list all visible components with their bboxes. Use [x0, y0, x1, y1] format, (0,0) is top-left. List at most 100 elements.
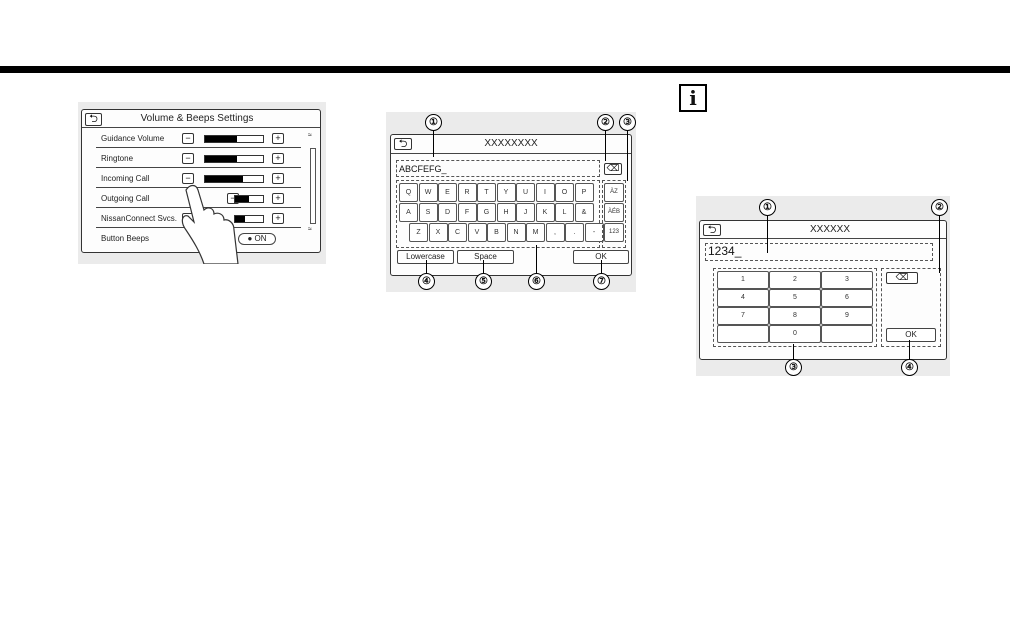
input-field[interactable] [705, 243, 933, 261]
back-button[interactable]: ⮌ [703, 224, 721, 236]
key-button[interactable]: E [438, 183, 457, 202]
callout-2: ② [931, 199, 948, 216]
callout-3-leader [627, 129, 628, 181]
volume-row-label: NissanConnect Svcs. [101, 214, 178, 223]
key-button[interactable]: U [516, 183, 535, 202]
side-keys-area [602, 180, 626, 248]
callout-4-leader [426, 260, 427, 274]
plus-button[interactable]: + [272, 133, 284, 144]
backspace-button[interactable]: ⌫ [886, 272, 918, 284]
volume-level-fill [205, 156, 237, 162]
key-button[interactable]: Z [409, 223, 428, 242]
volume-level-fill [205, 176, 243, 182]
key-button[interactable]: J [516, 203, 535, 222]
ok-button[interactable]: OK [886, 328, 936, 342]
callout-2-leader [605, 129, 606, 161]
key-button[interactable]: T [477, 183, 496, 202]
key-button[interactable]: . [565, 223, 584, 242]
key-button[interactable]: A [399, 203, 418, 222]
mode-key-button[interactable]: 123 [604, 223, 624, 242]
volume-level-bar[interactable] [234, 195, 264, 203]
numpad-key[interactable]: 8 [769, 307, 821, 325]
volume-row-label: Outgoing Call [101, 194, 150, 203]
numpad-key[interactable] [717, 325, 769, 343]
plus-button[interactable]: + [272, 193, 284, 204]
row-divider [96, 167, 301, 168]
callout-3-leader [793, 344, 794, 360]
minus-button[interactable]: − [182, 173, 194, 184]
key-button[interactable]: D [438, 203, 457, 222]
lowercase-button[interactable]: Lowercase [397, 250, 454, 264]
minus-button[interactable]: − [182, 133, 194, 144]
plus-button[interactable]: + [272, 213, 284, 224]
key-button[interactable]: I [535, 183, 555, 202]
space-button[interactable]: Space [457, 250, 514, 264]
keyboard-title: XXXXXXXX [484, 138, 538, 149]
key-button[interactable]: S [418, 203, 438, 222]
minus-button[interactable]: − [182, 153, 194, 164]
numpad-key[interactable]: 0 [769, 325, 821, 343]
key-button[interactable]: B [487, 223, 506, 242]
plus-button[interactable]: + [272, 173, 284, 184]
key-button[interactable]: C [448, 223, 467, 242]
volume-level-fill [235, 196, 249, 202]
callout-3: ③ [785, 359, 802, 376]
numpad-key[interactable]: 2 [769, 271, 821, 289]
back-button[interactable]: ⮌ [394, 138, 412, 150]
key-button[interactable]: Y [496, 183, 516, 202]
numpad-key[interactable]: 6 [821, 289, 873, 307]
mode-key-button[interactable]: ÀÉB [604, 203, 624, 222]
key-button[interactable]: L [555, 203, 574, 222]
plus-button[interactable]: + [272, 153, 284, 164]
key-button[interactable]: H [496, 203, 516, 222]
callout-1-leader [767, 213, 768, 253]
key-button[interactable]: X [428, 223, 448, 242]
numpad-key[interactable]: 7 [717, 307, 769, 325]
numpad-key[interactable]: 9 [821, 307, 873, 325]
scroll-top-icon[interactable]: ≈ [308, 132, 312, 139]
row-divider [96, 147, 301, 148]
callout-7: ⑦ [593, 273, 610, 290]
side-buttons-area [881, 268, 941, 347]
scrollbar[interactable] [310, 148, 316, 224]
numpad-key[interactable]: 1 [717, 271, 769, 289]
numpad-key[interactable]: 4 [717, 289, 769, 307]
mode-key-button[interactable]: ÀZ [604, 183, 624, 202]
input-value: ABCFEFG_ [399, 164, 447, 174]
back-button[interactable]: ⮌ [85, 113, 102, 126]
key-button[interactable]: F [457, 203, 477, 222]
volume-level-bar[interactable] [204, 155, 264, 163]
volume-level-bar[interactable] [204, 135, 264, 143]
key-button[interactable]: R [457, 183, 477, 202]
numpad-key[interactable]: 5 [769, 289, 821, 307]
callout-6: ⑥ [528, 273, 545, 290]
scroll-bottom-icon[interactable]: ≈ [308, 226, 312, 233]
volume-row-label: Guidance Volume [101, 134, 165, 143]
input-field[interactable] [396, 160, 600, 177]
callout-1: ① [759, 199, 776, 216]
key-button[interactable]: Q [399, 183, 418, 202]
key-button[interactable]: N [506, 223, 526, 242]
header-rule [0, 66, 1010, 73]
key-button[interactable]: W [418, 183, 438, 202]
key-button[interactable]: - [584, 223, 604, 242]
key-button[interactable]: K [535, 203, 555, 222]
callout-4: ④ [418, 273, 435, 290]
key-button[interactable]: & [574, 203, 594, 222]
volume-level-bar[interactable] [204, 175, 264, 183]
key-button[interactable]: O [555, 183, 574, 202]
key-button[interactable]: P [574, 183, 594, 202]
numpad-key[interactable] [821, 325, 873, 343]
row-divider [96, 187, 301, 188]
numpad-key[interactable]: 3 [821, 271, 873, 289]
key-button[interactable]: V [467, 223, 487, 242]
volume-level-bar[interactable] [234, 215, 264, 223]
key-button[interactable]: , [545, 223, 565, 242]
key-button[interactable]: M [526, 223, 545, 242]
key-button[interactable]: G [477, 203, 496, 222]
backspace-button[interactable]: ⌫ [604, 163, 622, 175]
volume-title: Volume & Beeps Settings [140, 113, 254, 124]
toggle-button[interactable]: ● ON [238, 233, 276, 245]
